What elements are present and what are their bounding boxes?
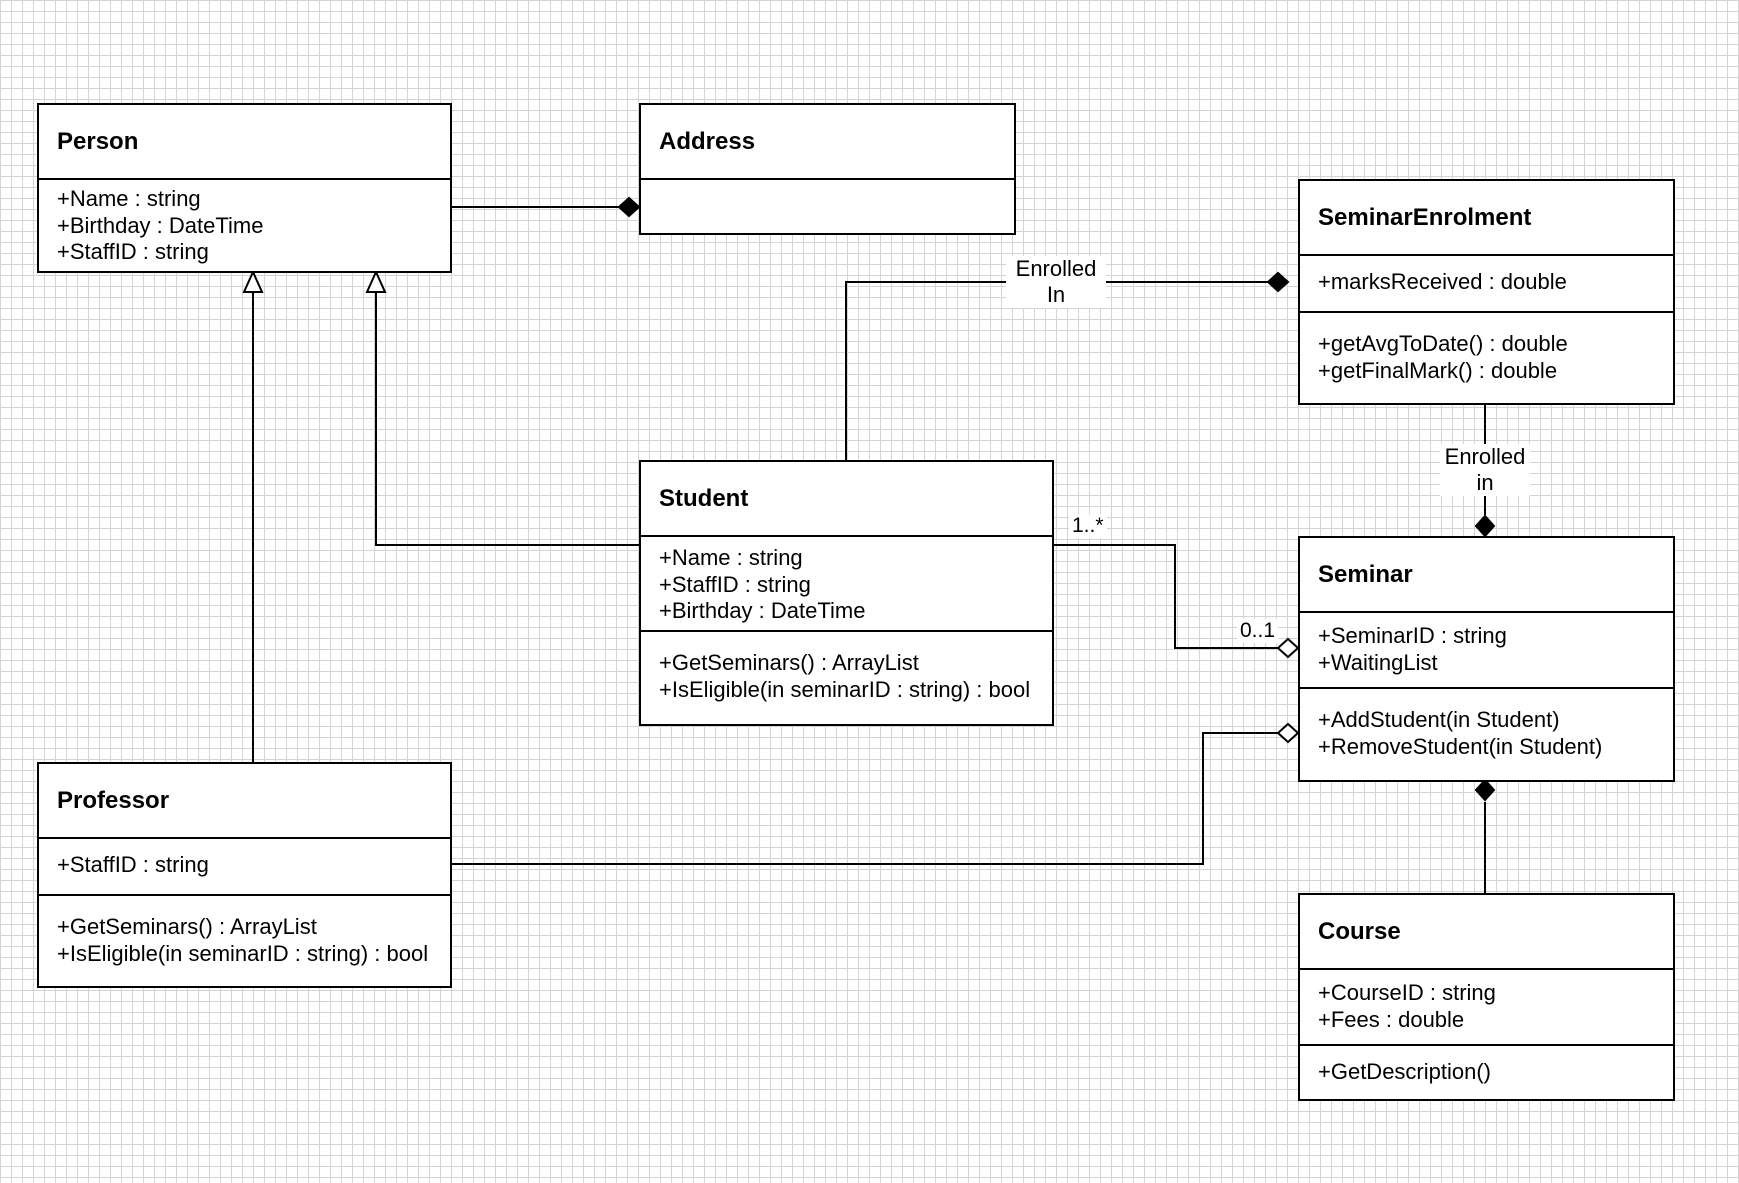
attribute: +CourseID : string: [1318, 980, 1496, 1005]
aggregation-student-seminar: [1052, 544, 1278, 649]
attributes-section: +StaffID : string: [39, 839, 450, 896]
generalization-arrowhead: [365, 269, 387, 293]
class-address[interactable]: Address: [639, 103, 1016, 235]
attribute: +Birthday : DateTime: [659, 598, 866, 623]
association-label-enrolled-in-seminar: Enrolled in: [1440, 444, 1530, 496]
attribute: +marksReceived : double: [1318, 269, 1567, 294]
attributes-section: +SeminarID : string +WaitingList: [1300, 613, 1673, 689]
operation: +AddStudent(in Student): [1318, 707, 1560, 732]
attribute: +StaffID : string: [57, 852, 209, 877]
association-student-enrolment: [845, 281, 1268, 460]
attributes-section: +Name : string +Birthday : DateTime +Sta…: [39, 180, 450, 271]
class-course[interactable]: Course +CourseID : string +Fees : double…: [1298, 893, 1675, 1101]
operations-section: +AddStudent(in Student) +RemoveStudent(i…: [1300, 689, 1673, 780]
class-name: Professor: [39, 764, 450, 839]
label-line: Enrolled: [1444, 444, 1526, 469]
attributes-section: +CourseID : string +Fees : double: [1300, 970, 1673, 1046]
class-name: Address: [641, 105, 1014, 180]
generalization-arrowhead: [242, 269, 264, 293]
attributes-section: +Name : string +StaffID : string +Birthd…: [641, 537, 1052, 632]
attribute: +Name : string: [57, 186, 201, 211]
attributes-section: +marksReceived : double: [1300, 256, 1673, 313]
class-name: Seminar: [1300, 538, 1673, 613]
operation: +GetDescription(): [1318, 1059, 1492, 1084]
label-line: In: [1046, 282, 1066, 307]
class-professor[interactable]: Professor +StaffID : string +GetSeminars…: [37, 762, 452, 988]
generalization-student-person: [375, 292, 640, 546]
aggregation-diamond: [1276, 637, 1300, 659]
class-seminar-enrolment[interactable]: SeminarEnrolment +marksReceived : double…: [1298, 179, 1675, 405]
operation: +IsEligible(in seminarID : string) : boo…: [659, 676, 1031, 702]
composition-diamond: [1266, 271, 1290, 293]
attribute: +SeminarID : string: [1318, 623, 1507, 648]
class-name: Person: [39, 105, 450, 180]
class-seminar[interactable]: Seminar +SeminarID : string +WaitingList…: [1298, 536, 1675, 782]
operations-section: +GetSeminars() : ArrayList +IsEligible(i…: [39, 896, 450, 986]
operation: +GetSeminars() : ArrayList: [57, 914, 317, 939]
association-label-enrolled-in-student: Enrolled In: [1006, 256, 1106, 308]
label-line: in: [1476, 470, 1494, 495]
attribute: +WaitingList: [1318, 649, 1438, 675]
class-name: Course: [1300, 895, 1673, 970]
operations-section: +getAvgToDate() : double +getFinalMark()…: [1300, 313, 1673, 403]
attribute: +StaffID : string: [659, 571, 811, 597]
operation: +GetSeminars() : ArrayList: [659, 650, 919, 675]
attribute: +Birthday : DateTime: [57, 212, 264, 238]
composition-diamond: [1474, 514, 1496, 538]
class-name: SeminarEnrolment: [1300, 181, 1673, 256]
aggregation-professor-seminar: [451, 732, 1278, 865]
operation: +getAvgToDate() : double: [1318, 331, 1568, 356]
operation: +getFinalMark() : double: [1318, 357, 1558, 383]
multiplicity-student-end: 1..*: [1069, 514, 1107, 538]
label-line: Enrolled: [1015, 256, 1097, 281]
aggregation-diamond: [1276, 722, 1300, 744]
operations-section: +GetDescription(): [1300, 1046, 1673, 1099]
attributes-section: [641, 180, 1014, 233]
class-student[interactable]: Student +Name : string +StaffID : string…: [639, 460, 1054, 726]
operation: +RemoveStudent(in Student): [1318, 733, 1603, 759]
class-person[interactable]: Person +Name : string +Birthday : DateTi…: [37, 103, 452, 273]
composition-diamond: [1474, 778, 1496, 802]
attribute: +Fees : double: [1318, 1006, 1465, 1032]
operations-section: +GetSeminars() : ArrayList +IsEligible(i…: [641, 632, 1052, 724]
attribute: +StaffID : string: [57, 239, 209, 264]
attribute: +Name : string: [659, 545, 803, 570]
composition-diamond: [617, 196, 641, 218]
multiplicity-seminar-end: 0..1: [1237, 619, 1279, 643]
class-name: Student: [641, 462, 1052, 537]
operation: +IsEligible(in seminarID : string) : boo…: [57, 940, 429, 966]
